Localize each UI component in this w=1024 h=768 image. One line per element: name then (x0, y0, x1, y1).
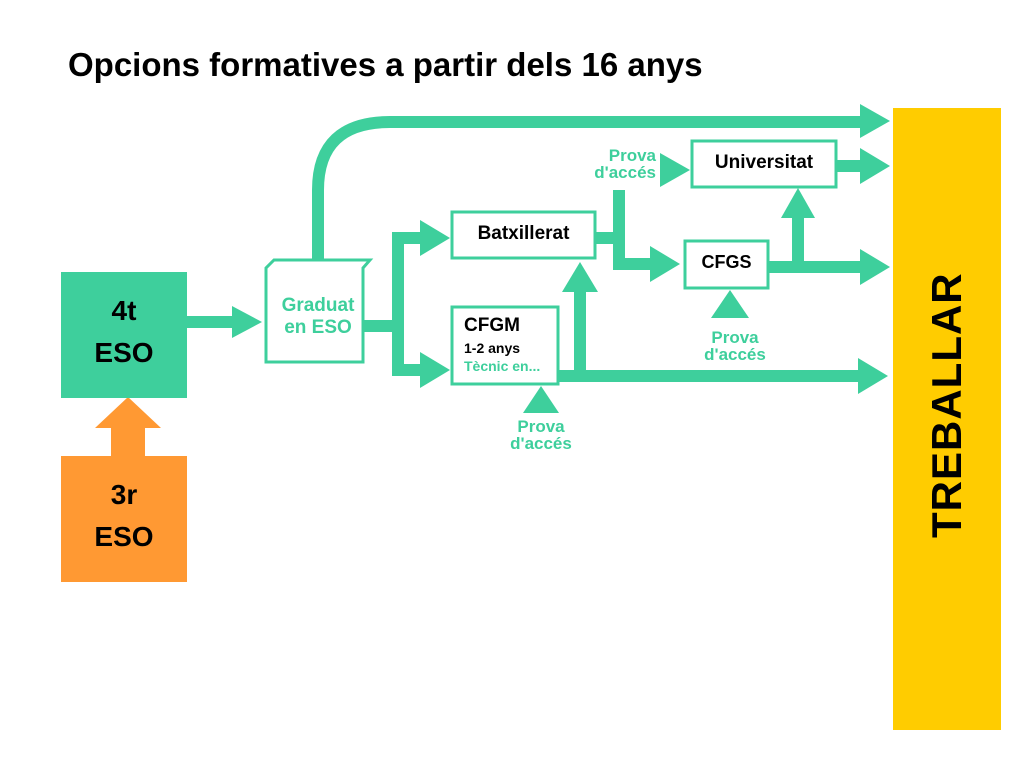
cfgm-to-treballar-head (858, 358, 888, 394)
prova-acces-cfgm-triangle (523, 386, 559, 413)
eso3-label: 3r ESO (61, 474, 187, 558)
prova-acces-top-line1: Prova (608, 146, 656, 165)
graduat-out-shaft (363, 320, 398, 332)
eso4-line2: ESO (94, 337, 154, 368)
cfgs-to-treballar-shaft (768, 261, 862, 273)
prova-acces-cfgs-line2: d'accés (704, 345, 766, 364)
universitat-to-treballar-head (860, 148, 890, 184)
prova-acces-cfgs-triangle (711, 290, 749, 318)
batxillerat-label: Batxillerat (477, 223, 570, 244)
treballar-bar (893, 108, 1001, 730)
cfgm-to-batx-vertical (574, 288, 586, 378)
prova-acces-cfgm: Prova d'accés (496, 418, 586, 452)
eso4-to-graduat-shaft (187, 316, 232, 328)
universitat-to-treballar-shaft (836, 160, 862, 172)
cfgm-box (450, 305, 560, 386)
eso3-line2: ESO (94, 521, 154, 552)
cfgs-to-treballar-head (860, 249, 890, 285)
cfgm-title: CFGM (464, 315, 520, 336)
prova-to-universitat-head (660, 153, 690, 187)
prova-acces-cfgs-line1: Prova (711, 328, 759, 347)
batx-to-cfgs-head (650, 246, 680, 282)
page-title: Opcions formatives a partir dels 16 anys (68, 46, 703, 83)
batx-to-cfgs-vertical (613, 190, 625, 270)
cfgs-box (683, 239, 770, 290)
eso3-box (61, 456, 187, 582)
eso3-line1: 3r (110, 479, 138, 510)
cfgm-detail: Tècnic en... (464, 358, 541, 374)
eso4-label: 4t ESO (61, 290, 187, 374)
to-cfgm-shaft (392, 364, 422, 376)
prova-acces-cfgm-line2: d'accés (510, 434, 572, 453)
prova-acces-top-line2: d'accés (594, 163, 656, 182)
batxillerat-box (450, 210, 597, 260)
prova-acces-cfgs: Prova d'accés (690, 329, 780, 363)
graduat-label: Graduat en ESO (266, 295, 370, 339)
universitat-label: Universitat (714, 152, 814, 173)
eso3-to-eso4-arrow (95, 397, 161, 456)
universitat-box (690, 139, 838, 189)
graduat-box (264, 258, 374, 364)
to-cfgm-head (420, 352, 450, 388)
eso4-line1: 4t (111, 295, 137, 326)
eso4-box (61, 272, 187, 398)
treballar-label: TREBALLAR (923, 272, 970, 538)
prova-acces-top: Prova d'accés (576, 147, 656, 181)
graduat-to-treballar-curve (312, 116, 862, 260)
cfgm-subtitle: 1-2 anys (464, 340, 521, 356)
cfgs-label: CFGS (701, 252, 752, 272)
prova-acces-cfgm-line1: Prova (517, 417, 565, 436)
to-batxillerat-head (420, 220, 450, 256)
top-arrow-head (860, 104, 890, 138)
cfgm-to-treballar-shaft (558, 370, 860, 382)
eso4-to-graduat-head (232, 306, 262, 338)
graduat-line1: Graduat (281, 295, 355, 316)
splitter-vertical (392, 232, 404, 374)
cfgm-to-batx-head (562, 262, 598, 292)
batx-to-cfgs-shaft (613, 258, 653, 270)
graduat-line2: en ESO (284, 317, 352, 338)
cfgs-to-universitat-vertical (792, 214, 804, 267)
cfgs-to-universitat-head (781, 188, 815, 218)
to-batxillerat-shaft (392, 232, 422, 244)
